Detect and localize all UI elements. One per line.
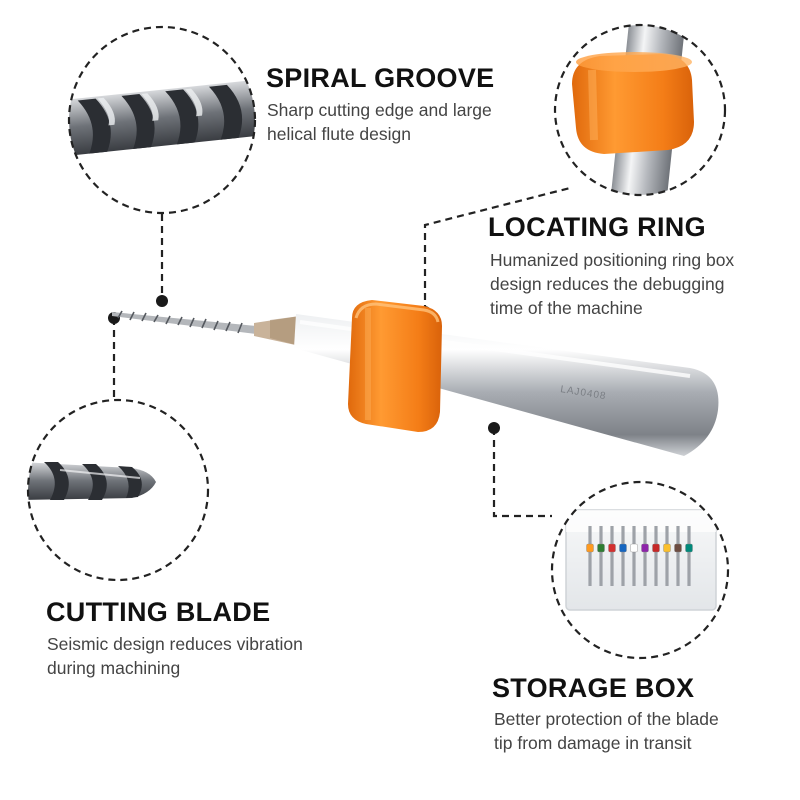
storage-box-bit (608, 526, 616, 586)
storage-box-line-2: tip from damage in transit (494, 733, 692, 753)
storage-box-bit (674, 526, 682, 586)
storage-box-bit (597, 526, 605, 586)
locating-ring-title: LOCATING RING (488, 212, 706, 242)
detail-circle-storage-box (550, 480, 730, 660)
storage-box-bit (641, 526, 649, 586)
cutting-blade-title: CUTTING BLADE (46, 597, 271, 627)
detail-circle-spiral-groove (67, 25, 257, 215)
storage-box-bit (619, 526, 627, 586)
cutting-blade-description: Seismic design reduces vibration during … (47, 632, 303, 680)
detail-circle-locating-ring (553, 23, 727, 197)
callout-line-storage-box (492, 428, 552, 518)
storage-box-line-1: Better protection of the blade (494, 709, 719, 729)
spiral-groove-description: Sharp cutting edge and large helical flu… (267, 98, 492, 146)
storage-box-title: STORAGE BOX (492, 673, 695, 703)
locating-ring (348, 300, 442, 432)
locating-ring-line-3: time of the machine (490, 298, 643, 318)
storage-box-bit (663, 526, 671, 586)
cutting-blade-line-2: during machining (47, 658, 181, 678)
callout-lines (112, 186, 571, 518)
spiral-groove-line-1: Sharp cutting edge and large (267, 100, 492, 120)
storage-box-bit (685, 526, 693, 586)
storage-box-bit (652, 526, 660, 586)
locating-ring-description: Humanized positioning ring box design re… (490, 248, 734, 320)
spiral-groove-title: SPIRAL GROOVE (266, 63, 495, 93)
callout-dot-spiral-groove (156, 295, 168, 307)
callout-line-locating-ring (423, 186, 571, 312)
locating-ring-line-2: design reduces the debugging (490, 274, 725, 294)
callout-dot-storage-box (488, 422, 500, 434)
storage-box-bit (630, 526, 638, 586)
storage-box-bits (586, 526, 693, 586)
drill-bit-tip (112, 310, 256, 334)
storage-box-bit (586, 526, 594, 586)
drill-bit: LAJ0408 (112, 300, 719, 456)
storage-box-description: Better protection of the blade tip from … (494, 707, 719, 755)
detail-circle-cutting-blade (26, 398, 210, 582)
locating-ring-line-1: Humanized positioning ring box (490, 250, 735, 270)
spiral-groove-line-2: helical flute design (267, 124, 411, 144)
cutting-blade-line-1: Seismic design reduces vibration (47, 634, 303, 654)
